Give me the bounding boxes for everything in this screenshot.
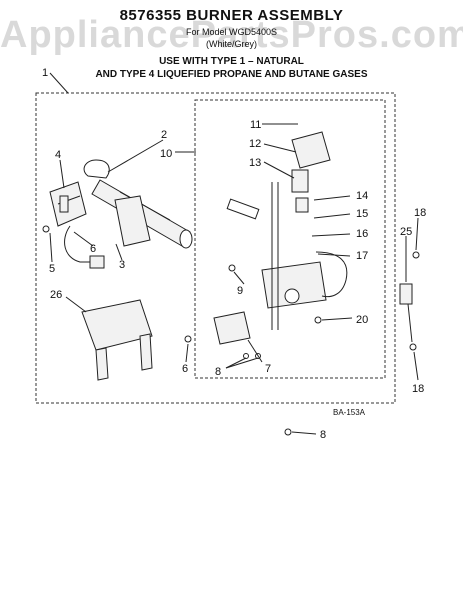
callout-20: 20: [356, 314, 368, 326]
callout-7: 7: [265, 363, 271, 375]
callout-2: 2: [161, 129, 167, 141]
callout-25: 25: [400, 226, 412, 238]
applicability-line-2: AND TYPE 4 LIQUEFIED PROPANE AND BUTANE …: [95, 69, 368, 80]
callout-4: 4: [55, 149, 61, 161]
screw: [42, 225, 50, 233]
valve-coils: [291, 131, 331, 213]
callout-12: 12: [249, 138, 261, 150]
valve-support-plate: [213, 311, 251, 345]
screw: [314, 316, 322, 324]
leader-1: [49, 72, 69, 94]
callout-6: 6: [182, 363, 188, 375]
screw: [228, 264, 236, 272]
diagram-title: 8576355 BURNER ASSEMBLY: [119, 7, 344, 24]
callout-18: 18: [412, 383, 424, 395]
callout-11: 11: [250, 119, 261, 131]
callout-10: 10: [160, 148, 172, 160]
screw: [184, 335, 192, 343]
igniter-connector: [89, 255, 105, 269]
callout-8: 8: [215, 366, 221, 378]
callout-3: 3: [119, 259, 125, 271]
callout-17: 17: [356, 250, 368, 262]
screw: [412, 251, 420, 259]
model-subtitle: For Model WGD5400S: [185, 27, 278, 37]
screw: [409, 343, 417, 351]
color-note: (White/Grey): [205, 39, 257, 49]
gas-valve: [261, 182, 327, 330]
callout-16: 16: [356, 228, 368, 240]
callout-5: 5: [49, 263, 55, 275]
callout-8: 8: [320, 429, 326, 441]
burner-mounting-bracket: [81, 299, 153, 381]
callout-14: 14: [356, 190, 368, 202]
callout-9: 9: [237, 285, 243, 297]
right-bracket: [399, 283, 413, 343]
callout-26: 26: [50, 289, 62, 301]
diagram-code: BA-153A: [333, 408, 366, 417]
callout-15: 15: [356, 208, 368, 220]
applicability-line-1: USE WITH TYPE 1 – NATURAL: [159, 56, 304, 67]
screw: [284, 428, 292, 436]
inner-burner-frame: [194, 99, 386, 379]
igniter-bracket: [49, 181, 87, 227]
callout-1: 1: [42, 67, 48, 79]
callout-18: 18: [414, 207, 426, 219]
callout-6: 6: [90, 243, 96, 255]
screw: [243, 353, 249, 359]
tube-bracket: [114, 195, 151, 247]
radiant-sensor-part: [226, 198, 260, 220]
outer-assembly-frame: [35, 92, 396, 404]
igniter-wire: [64, 225, 92, 263]
callout-13: 13: [249, 157, 261, 169]
